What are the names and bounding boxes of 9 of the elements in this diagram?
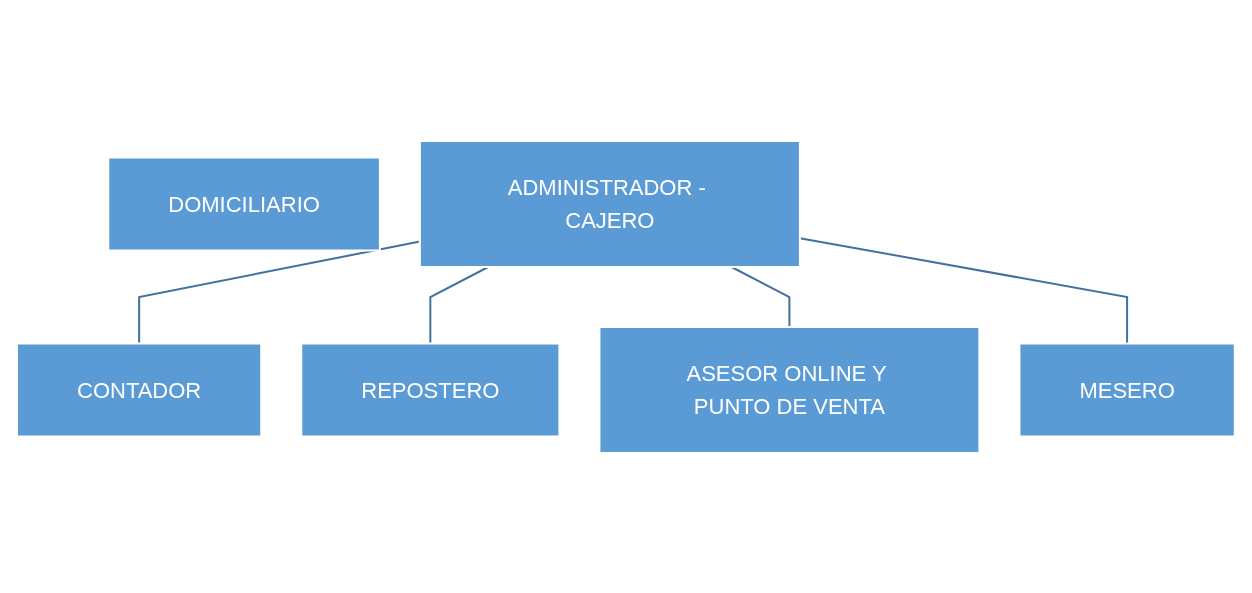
connector [429,265,490,344]
node-box: DOMICILIARIO [107,156,381,251]
node-box: CONTADOR [16,342,263,437]
node-box: REPOSTERO [300,342,561,437]
connector [799,236,1129,344]
node-box: ASESOR ONLINE Y PUNTO DE VENTA [598,325,981,454]
node-box: MESERO [1018,342,1236,437]
connector [730,265,791,328]
node-box: ADMINISTRADOR - CAJERO [419,139,801,268]
